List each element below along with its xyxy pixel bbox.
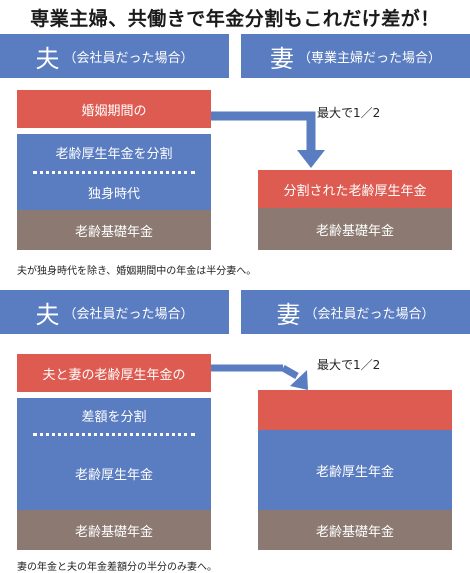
wife-received-block (258, 390, 452, 430)
single-period-label: 独身時代 (87, 186, 140, 202)
arrow-label-1: 最大で1／2 (317, 106, 381, 120)
arrow-label-2: 最大で1／2 (317, 358, 381, 372)
husband-header-main: 夫 (35, 44, 60, 73)
wife-header-2: 妻 （会社員だった場合） (241, 290, 470, 334)
husband-basic-pension-block: 老齢基礎年金 (17, 210, 211, 250)
dotted-divider (33, 171, 195, 174)
note-2: 妻の年金と夫の年金差額分の半分のみ妻へ。 (17, 562, 217, 573)
husband-header-1: 夫 （会社員だった場合） (0, 34, 229, 78)
wife-header-1: 妻 （専業主婦だった場合） (241, 34, 470, 78)
note-1: 夫が独身時代を除き、婚姻期間中の年金は半分妻へ。 (17, 266, 257, 277)
husband-employee-pension-block-2: 差額を分割 老齢厚生年金 (17, 398, 211, 510)
wife-header-main: 妻 (269, 44, 294, 73)
husband-header-2: 夫 （会社員だった場合） (0, 290, 229, 334)
split-difference-label: 差額を分割 (81, 409, 147, 425)
diagram-title: 専業主婦、共働きで年金分割もこれだけ差が！ (30, 8, 440, 30)
husband-header-sub: （会社員だった場合） (63, 50, 194, 66)
wife-header-sub: （会社員だった場合） (304, 306, 435, 322)
split-received-block: 分割された老齢厚生年金 (258, 170, 452, 208)
employee-pension-label: 老齢厚生年金 (74, 467, 153, 483)
wife-basic-pension-block-2: 老齢基礎年金 (258, 510, 452, 550)
combined-pension-block: 夫と妻の老齢厚生年金の (17, 354, 211, 392)
husband-header-sub: （会社員だった場合） (63, 306, 194, 322)
husband-header-main: 夫 (35, 300, 60, 329)
dotted-divider (33, 433, 195, 436)
wife-header-sub: （専業主婦だった場合） (297, 50, 441, 66)
split-pension-label: 老齢厚生年金を分割 (55, 146, 173, 162)
wife-basic-pension-block: 老齢基礎年金 (258, 208, 452, 250)
wife-header-main: 妻 (276, 300, 301, 329)
marriage-period-block: 婚姻期間の (17, 90, 211, 128)
husband-basic-pension-block-2: 老齢基礎年金 (17, 510, 211, 550)
husband-employee-pension-block: 老齢厚生年金を分割 独身時代 (17, 134, 211, 210)
wife-employee-pension-block: 老齢厚生年金 (258, 430, 452, 510)
